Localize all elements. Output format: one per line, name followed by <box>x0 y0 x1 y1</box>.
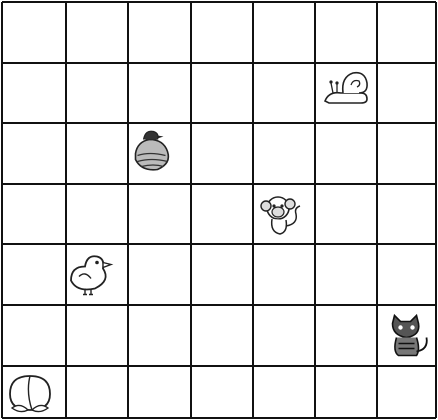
grid-cell-r5-c1[interactable] <box>2 244 66 305</box>
grid-cell-r5-c5[interactable] <box>253 244 315 305</box>
grid-cell-r5-c6[interactable] <box>315 244 377 305</box>
grid-cell-r3-c6[interactable] <box>315 123 377 184</box>
grid-cell-r2-c4[interactable] <box>191 63 253 123</box>
grid-cell-r7-c2[interactable] <box>66 366 128 418</box>
grid-cell-r4-c7[interactable] <box>377 184 436 244</box>
grid-cell-r7-c7[interactable] <box>377 366 436 418</box>
grid-cell-r5-c4[interactable] <box>191 244 253 305</box>
grid-cell-r3-c7[interactable] <box>377 123 436 184</box>
grid-cell-r7-c4[interactable] <box>191 366 253 418</box>
grid-cell-r7-c6[interactable] <box>315 366 377 418</box>
grid-cell-r6-c2[interactable] <box>66 305 128 366</box>
grid-cell-r1-c7[interactable] <box>377 2 436 63</box>
grid-cell-r2-c1[interactable] <box>2 63 66 123</box>
grid-cell-r7-c3[interactable] <box>128 366 191 418</box>
grid-cell-r1-c1[interactable] <box>2 2 66 63</box>
grid-cell-r3-c5[interactable] <box>253 123 315 184</box>
grid-cell-r4-c1[interactable] <box>2 184 66 244</box>
peach-icon[interactable] <box>10 376 50 412</box>
grid-cell-r6-c1[interactable] <box>2 305 66 366</box>
grid-cell-r3-c2[interactable] <box>66 123 128 184</box>
grid-cell-r7-c5[interactable] <box>253 366 315 418</box>
grid-cell-r1-c6[interactable] <box>315 2 377 63</box>
grid-cell-r4-c3[interactable] <box>128 184 191 244</box>
grid-cell-r5-c3[interactable] <box>128 244 191 305</box>
grid-cell-r6-c4[interactable] <box>191 305 253 366</box>
grid-cell-r4-c4[interactable] <box>191 184 253 244</box>
grid-cell-r4-c6[interactable] <box>315 184 377 244</box>
grid-cell-r6-c5[interactable] <box>253 305 315 366</box>
grid-cell-r5-c7[interactable] <box>377 244 436 305</box>
grid-cell-r4-c2[interactable] <box>66 184 128 244</box>
grid-cell-r3-c1[interactable] <box>2 123 66 184</box>
grid-cell-r3-c4[interactable] <box>191 123 253 184</box>
grid-cell-r6-c6[interactable] <box>315 305 377 366</box>
grid-cell-r1-c5[interactable] <box>253 2 315 63</box>
grid-cell-r2-c2[interactable] <box>66 63 128 123</box>
grid-cell-r6-c3[interactable] <box>128 305 191 366</box>
grid-cell-r1-c2[interactable] <box>66 2 128 63</box>
grid-cell-r2-c3[interactable] <box>128 63 191 123</box>
grid-cell-r1-c3[interactable] <box>128 2 191 63</box>
grid-cell-r1-c4[interactable] <box>191 2 253 63</box>
grid-cell-r2-c5[interactable] <box>253 63 315 123</box>
grid-cell-r2-c7[interactable] <box>377 63 436 123</box>
